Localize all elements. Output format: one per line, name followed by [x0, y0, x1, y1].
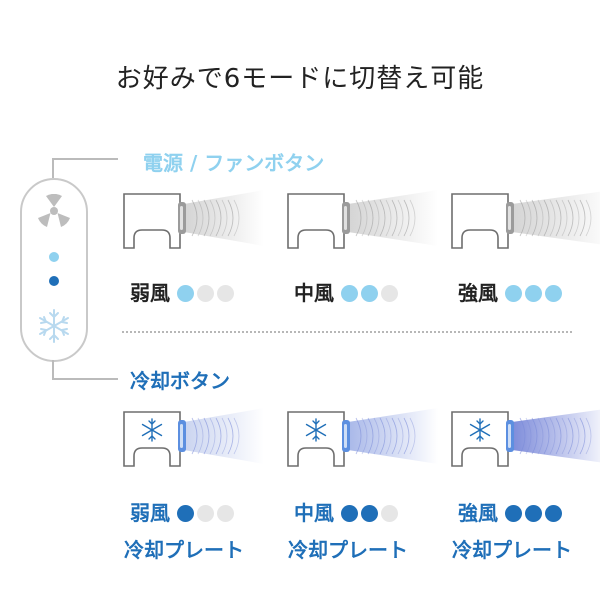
cooling-device-illustration	[122, 404, 264, 476]
level-indicator	[338, 500, 398, 524]
level-dot	[545, 284, 562, 302]
fan-device-illustration	[450, 186, 600, 258]
level-dot	[525, 284, 542, 302]
device-graphic	[451, 191, 600, 249]
fan-device-illustration	[122, 186, 264, 258]
mode-label-weak: 弱風	[130, 277, 234, 306]
level-indicator	[338, 280, 398, 304]
mode-label-medium: 中風	[294, 277, 398, 306]
snowflake-icon	[469, 418, 491, 442]
device-graphic	[123, 408, 264, 467]
power-bracket-horizontal	[52, 158, 118, 160]
mode-name: 強風	[458, 281, 498, 305]
cool-bracket-horizontal	[52, 378, 118, 380]
cooling-plate-label: 冷却プレート	[288, 538, 408, 562]
fan-device-illustration	[286, 186, 438, 258]
level-indicator	[174, 280, 234, 304]
cooling-device-illustration	[450, 404, 600, 476]
cooling-plate-label: 冷却プレート	[452, 538, 572, 562]
cooling-plate-label: 冷却プレート	[124, 538, 244, 562]
device-graphic	[287, 190, 438, 249]
level-dot	[505, 504, 522, 522]
cool-bracket-vertical	[52, 360, 54, 380]
power-bracket-vertical	[52, 158, 54, 178]
mode-name: 中風	[294, 281, 334, 305]
snowflake-icon	[39, 309, 69, 343]
fan-icon	[38, 194, 70, 227]
device-graphic	[287, 408, 438, 467]
cool-indicator-dot	[49, 276, 59, 286]
level-dot	[197, 504, 214, 522]
level-dot	[197, 284, 214, 302]
level-dot	[217, 504, 234, 522]
snowflake-icon	[141, 418, 163, 442]
mode-name: 強風	[458, 501, 498, 525]
level-indicator	[502, 280, 562, 304]
section-divider	[122, 331, 572, 333]
mode-name: 弱風	[130, 281, 170, 305]
level-dot	[361, 504, 378, 522]
cool-mode-label-weak: 弱風	[130, 497, 234, 526]
level-dot	[381, 504, 398, 522]
level-dot	[505, 284, 522, 302]
cool-button-label: 冷却ボタン	[130, 369, 230, 393]
mode-label-strong: 強風	[458, 277, 562, 306]
device-graphic	[451, 409, 600, 467]
power-fan-button-label: 電源 / ファンボタン	[143, 151, 325, 175]
remote-control	[20, 178, 88, 362]
level-dot	[525, 504, 542, 522]
snowflake-icon	[305, 418, 327, 442]
level-dot	[177, 504, 194, 522]
power-indicator-dot	[49, 252, 59, 262]
page-title: お好みで6モードに切替え可能	[115, 64, 485, 94]
cooling-device-illustration	[286, 404, 438, 476]
mode-name: 弱風	[130, 501, 170, 525]
level-indicator	[502, 500, 562, 524]
level-dot	[545, 504, 562, 522]
level-dot	[177, 284, 194, 302]
level-dot	[217, 284, 234, 302]
mode-name: 中風	[294, 501, 334, 525]
cool-mode-label-strong: 強風	[458, 497, 562, 526]
device-graphic	[123, 190, 264, 249]
level-indicator	[174, 500, 234, 524]
cool-mode-label-medium: 中風	[294, 497, 398, 526]
level-dot	[341, 284, 358, 302]
level-dot	[381, 284, 398, 302]
level-dot	[361, 284, 378, 302]
level-dot	[341, 504, 358, 522]
